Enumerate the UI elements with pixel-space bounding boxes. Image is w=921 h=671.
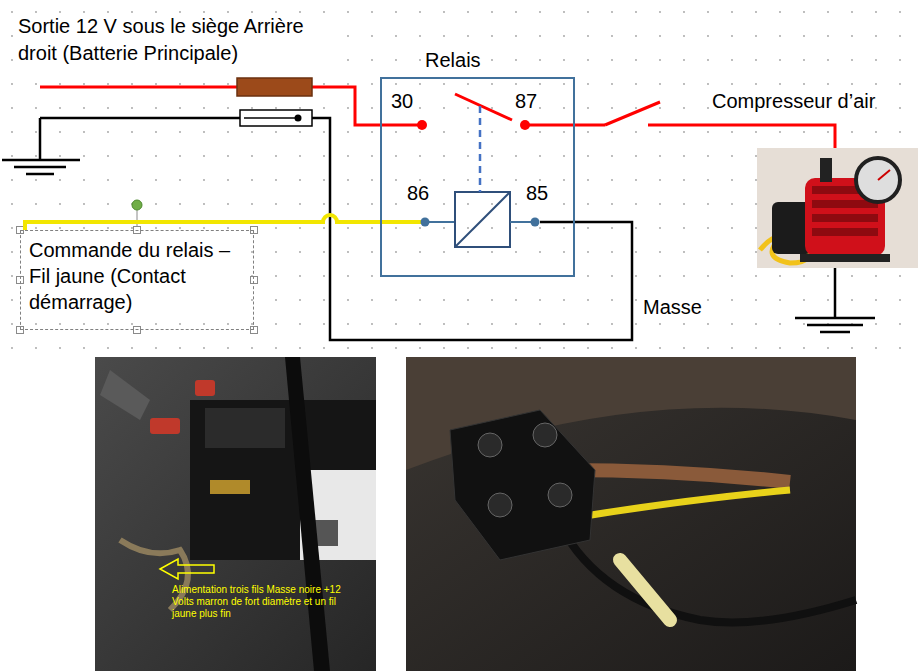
ground-symbol: [2, 159, 80, 162]
yellow-wire: [560, 490, 790, 520]
ground-symbol: [807, 324, 863, 327]
pin-number: 87: [515, 89, 537, 113]
terminal-block: [450, 410, 595, 560]
handle: [251, 327, 258, 334]
wire: [312, 87, 420, 125]
ground-symbol: [26, 173, 54, 176]
wire-label: Masse: [643, 295, 702, 319]
terminal: [210, 480, 250, 494]
pin-dot: [520, 120, 530, 130]
selection-handles: [17, 210, 258, 334]
pin-dot: [417, 120, 427, 130]
pin-number: 86: [407, 181, 429, 205]
compressor-photo: [757, 148, 918, 268]
battery-photo: [95, 357, 376, 671]
pointer-arrow: [160, 559, 214, 579]
screw: [548, 483, 572, 507]
wire: [40, 86, 237, 89]
handle: [820, 158, 832, 182]
pin-dot: [531, 218, 540, 227]
battery-cover: [205, 408, 285, 448]
wire: [39, 118, 42, 160]
photo-annotation: Alimentation trois fils Masse noire +12 …: [172, 584, 357, 620]
relay-contact-blade: [455, 94, 512, 120]
screw: [478, 433, 502, 457]
handle: [251, 277, 258, 284]
screw: [488, 493, 512, 517]
wire: [312, 118, 632, 340]
switch-blade: [605, 102, 660, 125]
handle: [134, 327, 141, 334]
support-rod: [285, 357, 330, 671]
coil-symbol: [455, 192, 510, 247]
gauge: [856, 158, 900, 202]
ground-symbol: [820, 331, 850, 334]
belt-buckle: [150, 418, 180, 434]
battery: [190, 400, 376, 560]
screw: [533, 423, 557, 447]
fins: [812, 228, 878, 236]
source-note: Sortie 12 V sous le siège Arrière droit …: [18, 13, 333, 67]
wire: [40, 117, 240, 120]
wire: [834, 268, 837, 318]
connector-photo: [406, 357, 856, 671]
fuse-holder-symbol: [240, 110, 312, 126]
pin-dot: [421, 218, 430, 227]
feet: [800, 254, 890, 262]
part-name: Compresseur d’air: [712, 89, 875, 113]
wire: [525, 124, 605, 127]
fuse-symbol: [237, 78, 312, 96]
wire: [510, 221, 531, 223]
relay-coil: [429, 106, 531, 247]
photo-background: [406, 357, 856, 671]
rotate-handle: [132, 200, 142, 210]
box-text: Commande du relais – Fil jaune (Contact …: [29, 237, 245, 315]
ground-wire: [2, 118, 875, 340]
ground-symbol: [14, 166, 66, 169]
wire: [429, 221, 455, 223]
control-wire: [380, 220, 421, 224]
control-wire: [25, 215, 380, 230]
seat-belt: [100, 370, 150, 420]
photo-background: [95, 357, 376, 671]
ground-symbol: [795, 317, 875, 320]
pin-number: 30: [391, 89, 413, 113]
grid-background: [0, 0, 921, 350]
fuse-element: [295, 115, 302, 122]
fuse-element: [244, 117, 295, 119]
gauge-needle: [878, 170, 890, 180]
photo-background: [757, 148, 918, 268]
text-box: Commande du relais – Fil jaune (Contact …: [20, 230, 254, 330]
black-wire: [560, 525, 856, 623]
box-text: Relais: [425, 48, 481, 72]
yellow-sleeve: [620, 560, 670, 620]
coil-link: [479, 106, 482, 192]
pin-number: 85: [526, 181, 548, 205]
wire: [648, 125, 835, 148]
coil-symbol: [455, 192, 510, 247]
fins: [812, 214, 878, 222]
belt-buckle: [195, 380, 215, 396]
